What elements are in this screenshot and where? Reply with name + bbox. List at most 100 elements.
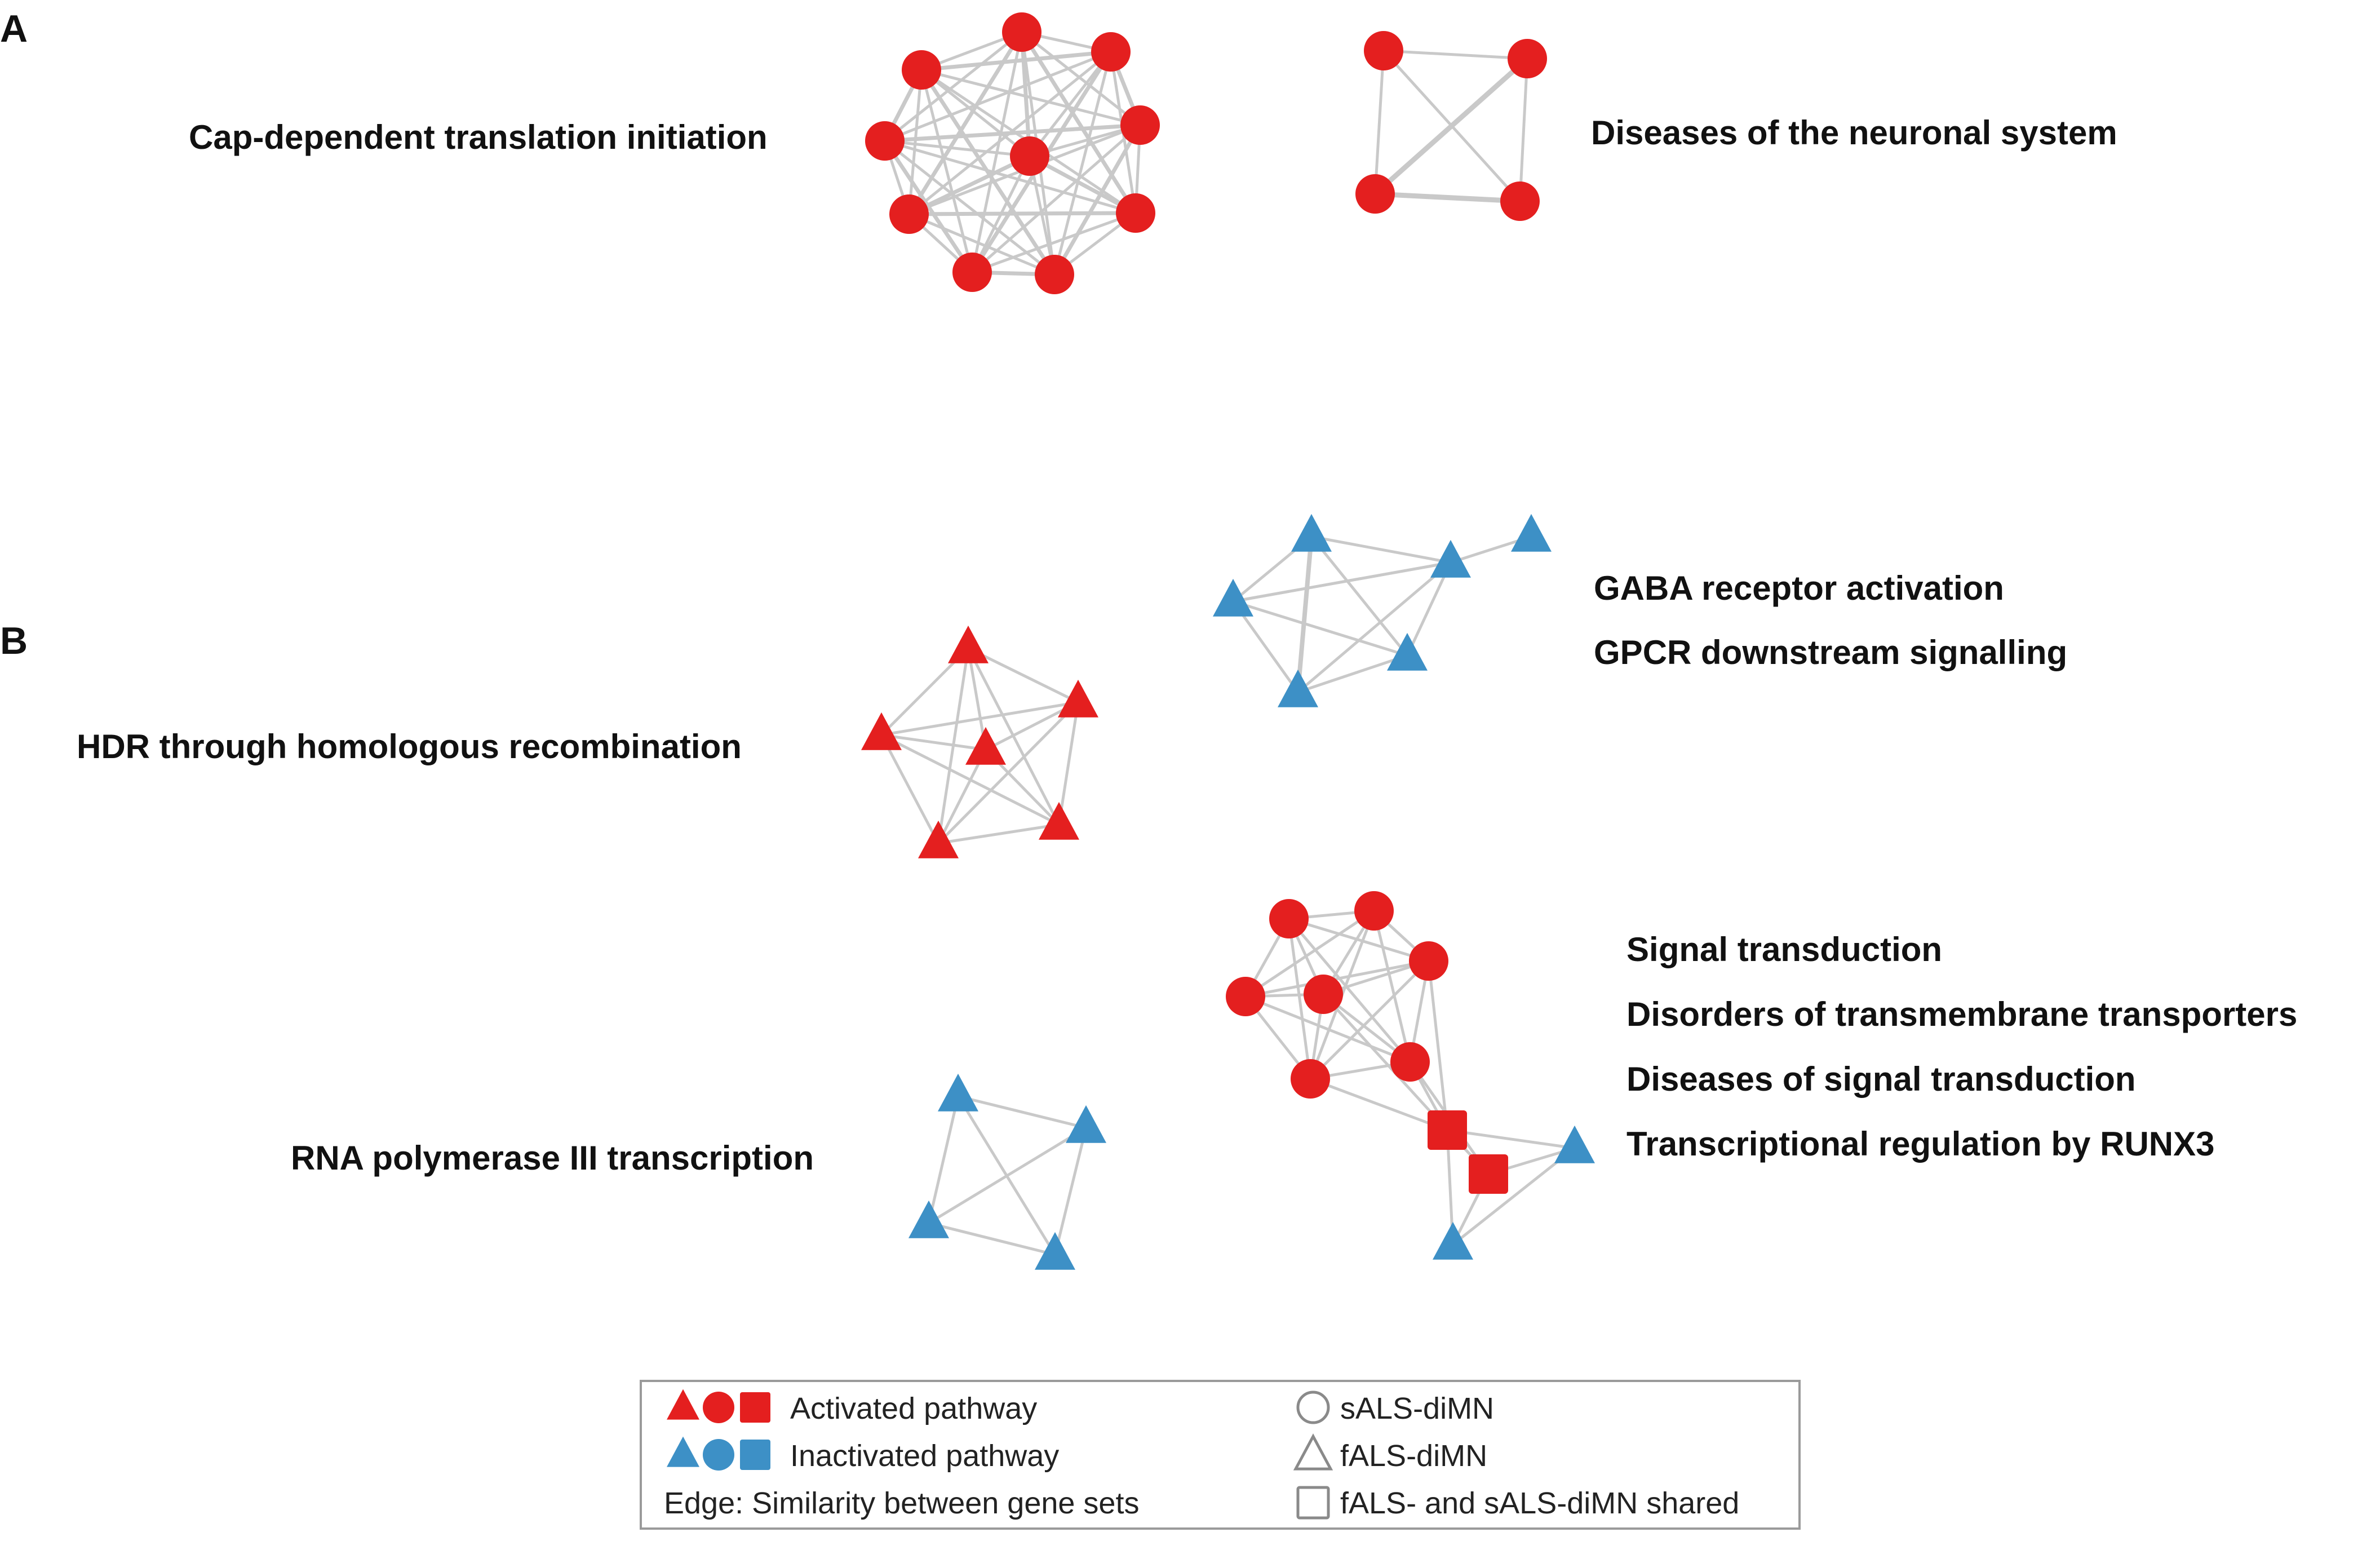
cap-edge-45 [920,69,1031,157]
rnapol-node-3 [908,1200,949,1238]
cap-edge-28 [884,139,1136,215]
cap-edge-30 [1029,154,1137,215]
legend-edge-text: Edge: Similarity between gene sets [664,1486,1140,1520]
hdr-node-2 [1058,679,1098,718]
legend-activated-triangle [667,1389,699,1420]
signal-node-8 [1428,1110,1467,1150]
label-cap-dependent-translation: Cap-dependent translation initiation [189,118,768,156]
signal-node-1 [1269,899,1309,938]
cap-edge-38 [920,69,974,273]
gaba-node-2 [1430,539,1471,578]
gaba-edge-11 [1297,654,1408,694]
label-diseases-neuronal-system: Diseases of the neuronal system [1591,114,2117,152]
cap-edge-19 [1052,124,1142,276]
signal-node-9 [1469,1154,1508,1194]
rnapol-node-2 [1066,1105,1106,1143]
cap-edge-27 [908,211,1136,216]
signal-edge-6 [1287,918,1312,1079]
hdr-node-1 [948,625,989,663]
neuronal-edge-6 [1373,56,1529,196]
rnapol-edge-1 [958,1095,1087,1130]
signal-edge-23 [1310,1077,1448,1132]
rnapol-edge-5 [1053,1127,1088,1255]
label-transcriptional-regulation-runx3: Transcriptional regulation by RUNX3 [1626,1125,2215,1163]
signal-edge-31 [1452,1147,1576,1246]
legend-activated-circle [703,1392,734,1423]
signal-node-10 [1554,1125,1595,1163]
label-gaba-receptor-activation: GABA receptor activation [1594,569,2004,607]
panel-label-b: B [0,619,28,662]
gaba-edge-9 [1231,600,1300,693]
cap-edge-32 [908,212,1055,276]
signal-node-4 [1226,977,1265,1016]
neuronal-edge-2 [1373,50,1385,194]
signal-edge-15 [1309,960,1430,1080]
gaba-node-4 [1213,578,1253,617]
legend-inactivated-circle [703,1439,734,1471]
legend-inactivated-triangle [667,1436,699,1467]
signal-edge-25 [1322,993,1448,1131]
cap-edge-7 [884,31,1023,142]
cap-edge-22 [884,123,1141,143]
cap-node-4 [1116,193,1155,233]
signal-edge-12 [1245,959,1429,998]
cap-edge-39 [970,155,1031,273]
hdr-edge-10 [881,733,986,751]
cap-edge-41 [907,69,923,215]
legend-square-text: fALS- and sALS-diMN shared [1340,1486,1740,1520]
legend-triangle-outline [1293,1433,1333,1471]
neuronal-edge-3 [1518,58,1529,202]
cap-edge-15 [884,50,1111,143]
hdr-edge-12 [880,734,940,844]
cap-node-1 [1002,12,1041,52]
signal-edge-2 [1288,917,1429,963]
cap-edge-12 [1053,51,1113,275]
cap-edge-42 [908,154,1031,216]
legend-inactivated-text: Inactivated pathway [790,1439,1060,1473]
cap-node-10 [1010,136,1049,176]
signal-node-3 [1409,941,1448,981]
cap-node-5 [1035,255,1074,294]
signal-edge-17 [1245,995,1411,1064]
gaba-node-3 [1511,513,1552,552]
gaba-edge-10 [1233,600,1408,657]
legend-activated-square [740,1392,770,1423]
node-layer [861,12,1595,1270]
legend-triangle-text: fALS-diMN [1340,1439,1488,1473]
signal-node-7 [1291,1059,1330,1099]
label-gpcr-downstream-signalling: GPCR downstream signalling [1594,634,2068,671]
hdr-node-4 [965,727,1006,765]
cap-edge-16 [921,50,1111,72]
gaba-node-6 [1278,669,1318,707]
hdr-edge-8 [1057,702,1080,825]
legend-square-outline [1296,1486,1330,1520]
legend-circle-outline [1296,1391,1330,1424]
neuronal-edge-4 [1375,191,1521,204]
hdr-edge-6 [881,701,1079,737]
hdr-node-6 [918,820,959,858]
legend-inactivated-square [740,1440,770,1470]
rnapol-edge-2 [927,1096,960,1224]
label-disorders-transmembrane-transporters: Disorders of transmembrane transporters [1626,995,2298,1033]
signal-node-2 [1354,891,1394,931]
panel-label-a: A [0,7,28,50]
neuronal-edge-1 [1383,49,1528,60]
label-signal-transduction: Signal transduction [1626,931,1943,968]
cap-node-9 [902,50,941,90]
cap-edge-34 [920,69,1056,276]
cap-edge-3 [1020,31,1137,214]
gaba-edge-12 [1233,561,1451,603]
signal-node-5 [1304,975,1343,1014]
cap-edge-23 [921,68,1141,127]
gaba-edge-8 [1297,561,1452,693]
cap-edge-9 [1020,32,1032,157]
label-diseases-signal-transduction: Diseases of signal transduction [1626,1060,2136,1098]
legend [640,1380,1801,1530]
cap-node-3 [1120,105,1160,145]
signal-node-11 [1433,1221,1473,1260]
hdr-edge-1 [967,646,1079,704]
hdr-edge-15 [938,823,1060,845]
hdr-node-5 [1039,802,1079,840]
neuronal-node-4 [1500,181,1540,221]
